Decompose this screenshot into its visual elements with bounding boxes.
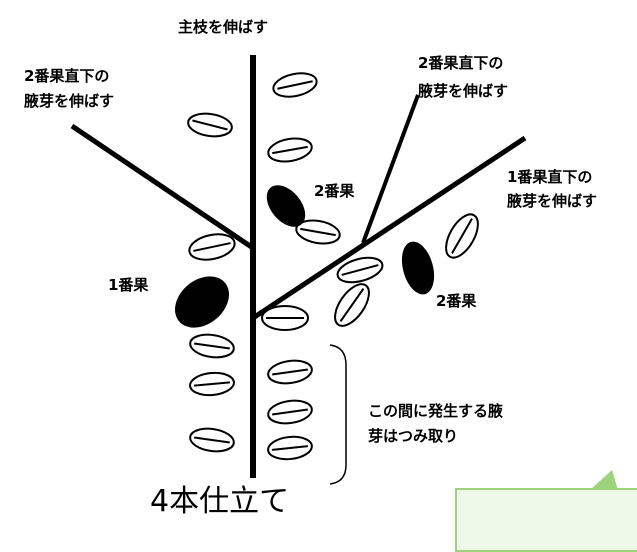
callout-tail xyxy=(590,470,618,490)
removal-label-line1: この間に発生する腋 xyxy=(368,402,504,420)
callout-box xyxy=(455,488,637,552)
diagram-title: 4本仕立て xyxy=(150,484,290,519)
main-stem-label: 主枝を伸ばす xyxy=(178,18,269,36)
right-branch-label-line2: 腋芽を伸ばす xyxy=(507,192,598,210)
upper-right-label-line1: 2番果直下の xyxy=(418,54,504,72)
leaf xyxy=(261,305,309,331)
fruit-1 xyxy=(175,276,229,328)
removal-bracket xyxy=(329,344,347,485)
leaf xyxy=(267,137,313,163)
left-branch-label-line1: 2番果直下の xyxy=(24,67,110,85)
fruit-1-label: 1番果 xyxy=(108,276,149,294)
fruit-2-center-label: 2番果 xyxy=(314,182,355,200)
training-diagram xyxy=(70,55,527,485)
leaf xyxy=(334,283,370,327)
leaf xyxy=(267,399,313,425)
leaf xyxy=(189,427,235,453)
fruit-2-right-label: 2番果 xyxy=(436,292,477,310)
upper-right-label-line2: 腋芽を伸ばす xyxy=(418,82,509,100)
leaf xyxy=(189,371,235,397)
left-branch xyxy=(70,123,255,251)
right-branch xyxy=(251,135,527,321)
leaf xyxy=(188,233,236,261)
leaf xyxy=(189,333,235,359)
left-branch-label-line2: 腋芽を伸ばす xyxy=(24,92,115,110)
fruit-2-right xyxy=(401,241,435,295)
right-branch-label-line1: 1番果直下の xyxy=(507,168,593,186)
leaf xyxy=(272,72,318,98)
leaf xyxy=(267,359,313,385)
upper-right-branch xyxy=(361,94,420,244)
leaf xyxy=(295,219,341,245)
leaf xyxy=(336,256,384,284)
fruit-2-center xyxy=(266,185,306,227)
leaf xyxy=(267,435,313,461)
leaves xyxy=(187,72,479,461)
removal-label-line2: 芽はつみ取り xyxy=(368,427,459,445)
leaf xyxy=(187,112,233,138)
leaf xyxy=(445,213,479,259)
